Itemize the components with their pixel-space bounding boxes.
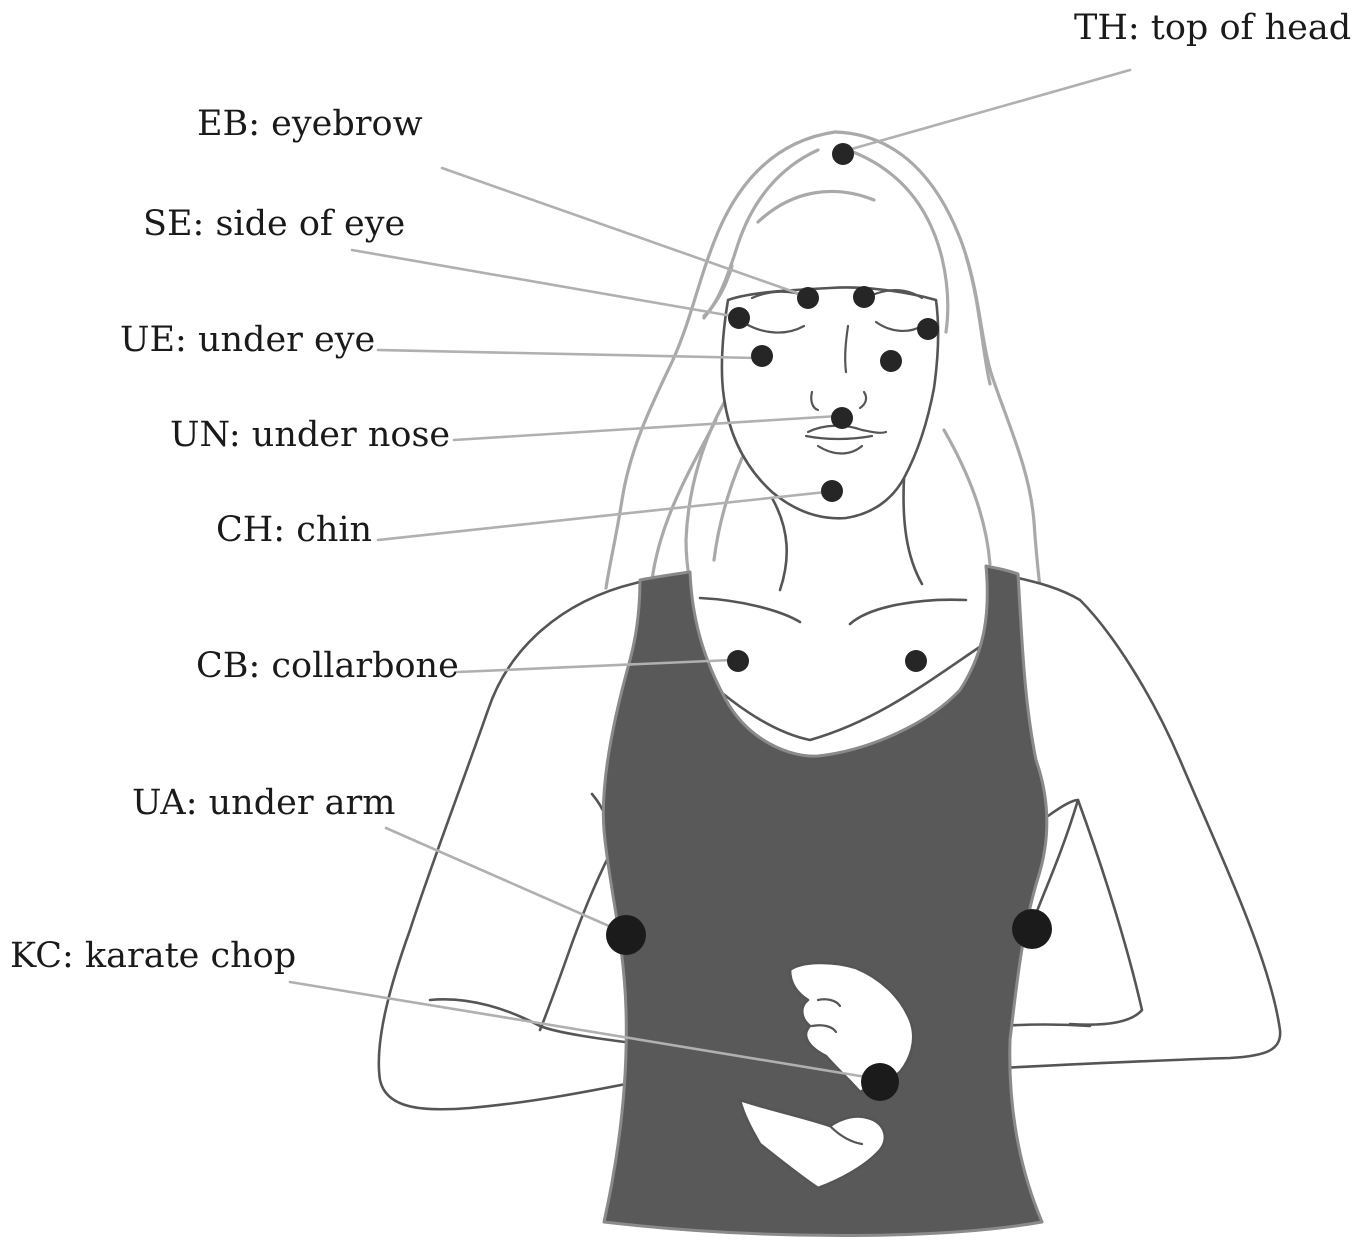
label-eyebrow: EB: eyebrow: [197, 104, 423, 144]
label-chin: CH: chin: [216, 510, 372, 550]
point-under-nose: [831, 407, 853, 429]
point-under-eye-left: [751, 345, 773, 367]
point-collarbone-right: [905, 650, 927, 672]
point-collarbone-left: [727, 650, 749, 672]
point-top-of-head: [832, 143, 854, 165]
collarbone-lines: [700, 598, 966, 624]
leader-line-ue: [378, 350, 756, 358]
label-under-arm: UA: under arm: [132, 783, 395, 823]
label-top-of-head: TH: top of head: [1074, 8, 1351, 48]
label-under-eye: UE: under eye: [120, 320, 375, 360]
point-eyebrow-right: [853, 286, 875, 308]
leader-line-se: [352, 250, 732, 316]
point-side-of-eye-right: [917, 318, 939, 340]
point-eyebrow-left: [797, 287, 819, 309]
neck: [772, 498, 787, 590]
label-karate-chop: KC: karate chop: [10, 936, 296, 976]
label-side-of-eye: SE: side of eye: [143, 204, 405, 244]
label-under-nose: UN: under nose: [170, 415, 450, 455]
point-side-of-eye-left: [728, 307, 750, 329]
label-collarbone: CB: collarbone: [196, 646, 459, 686]
point-under-arm-right: [1012, 909, 1052, 949]
point-karate-chop: [861, 1063, 899, 1101]
point-chin: [821, 480, 843, 502]
leader-line-th: [848, 70, 1130, 150]
point-under-eye-right: [880, 350, 902, 372]
leader-line-ch: [378, 492, 826, 540]
point-under-arm-left: [606, 915, 646, 955]
